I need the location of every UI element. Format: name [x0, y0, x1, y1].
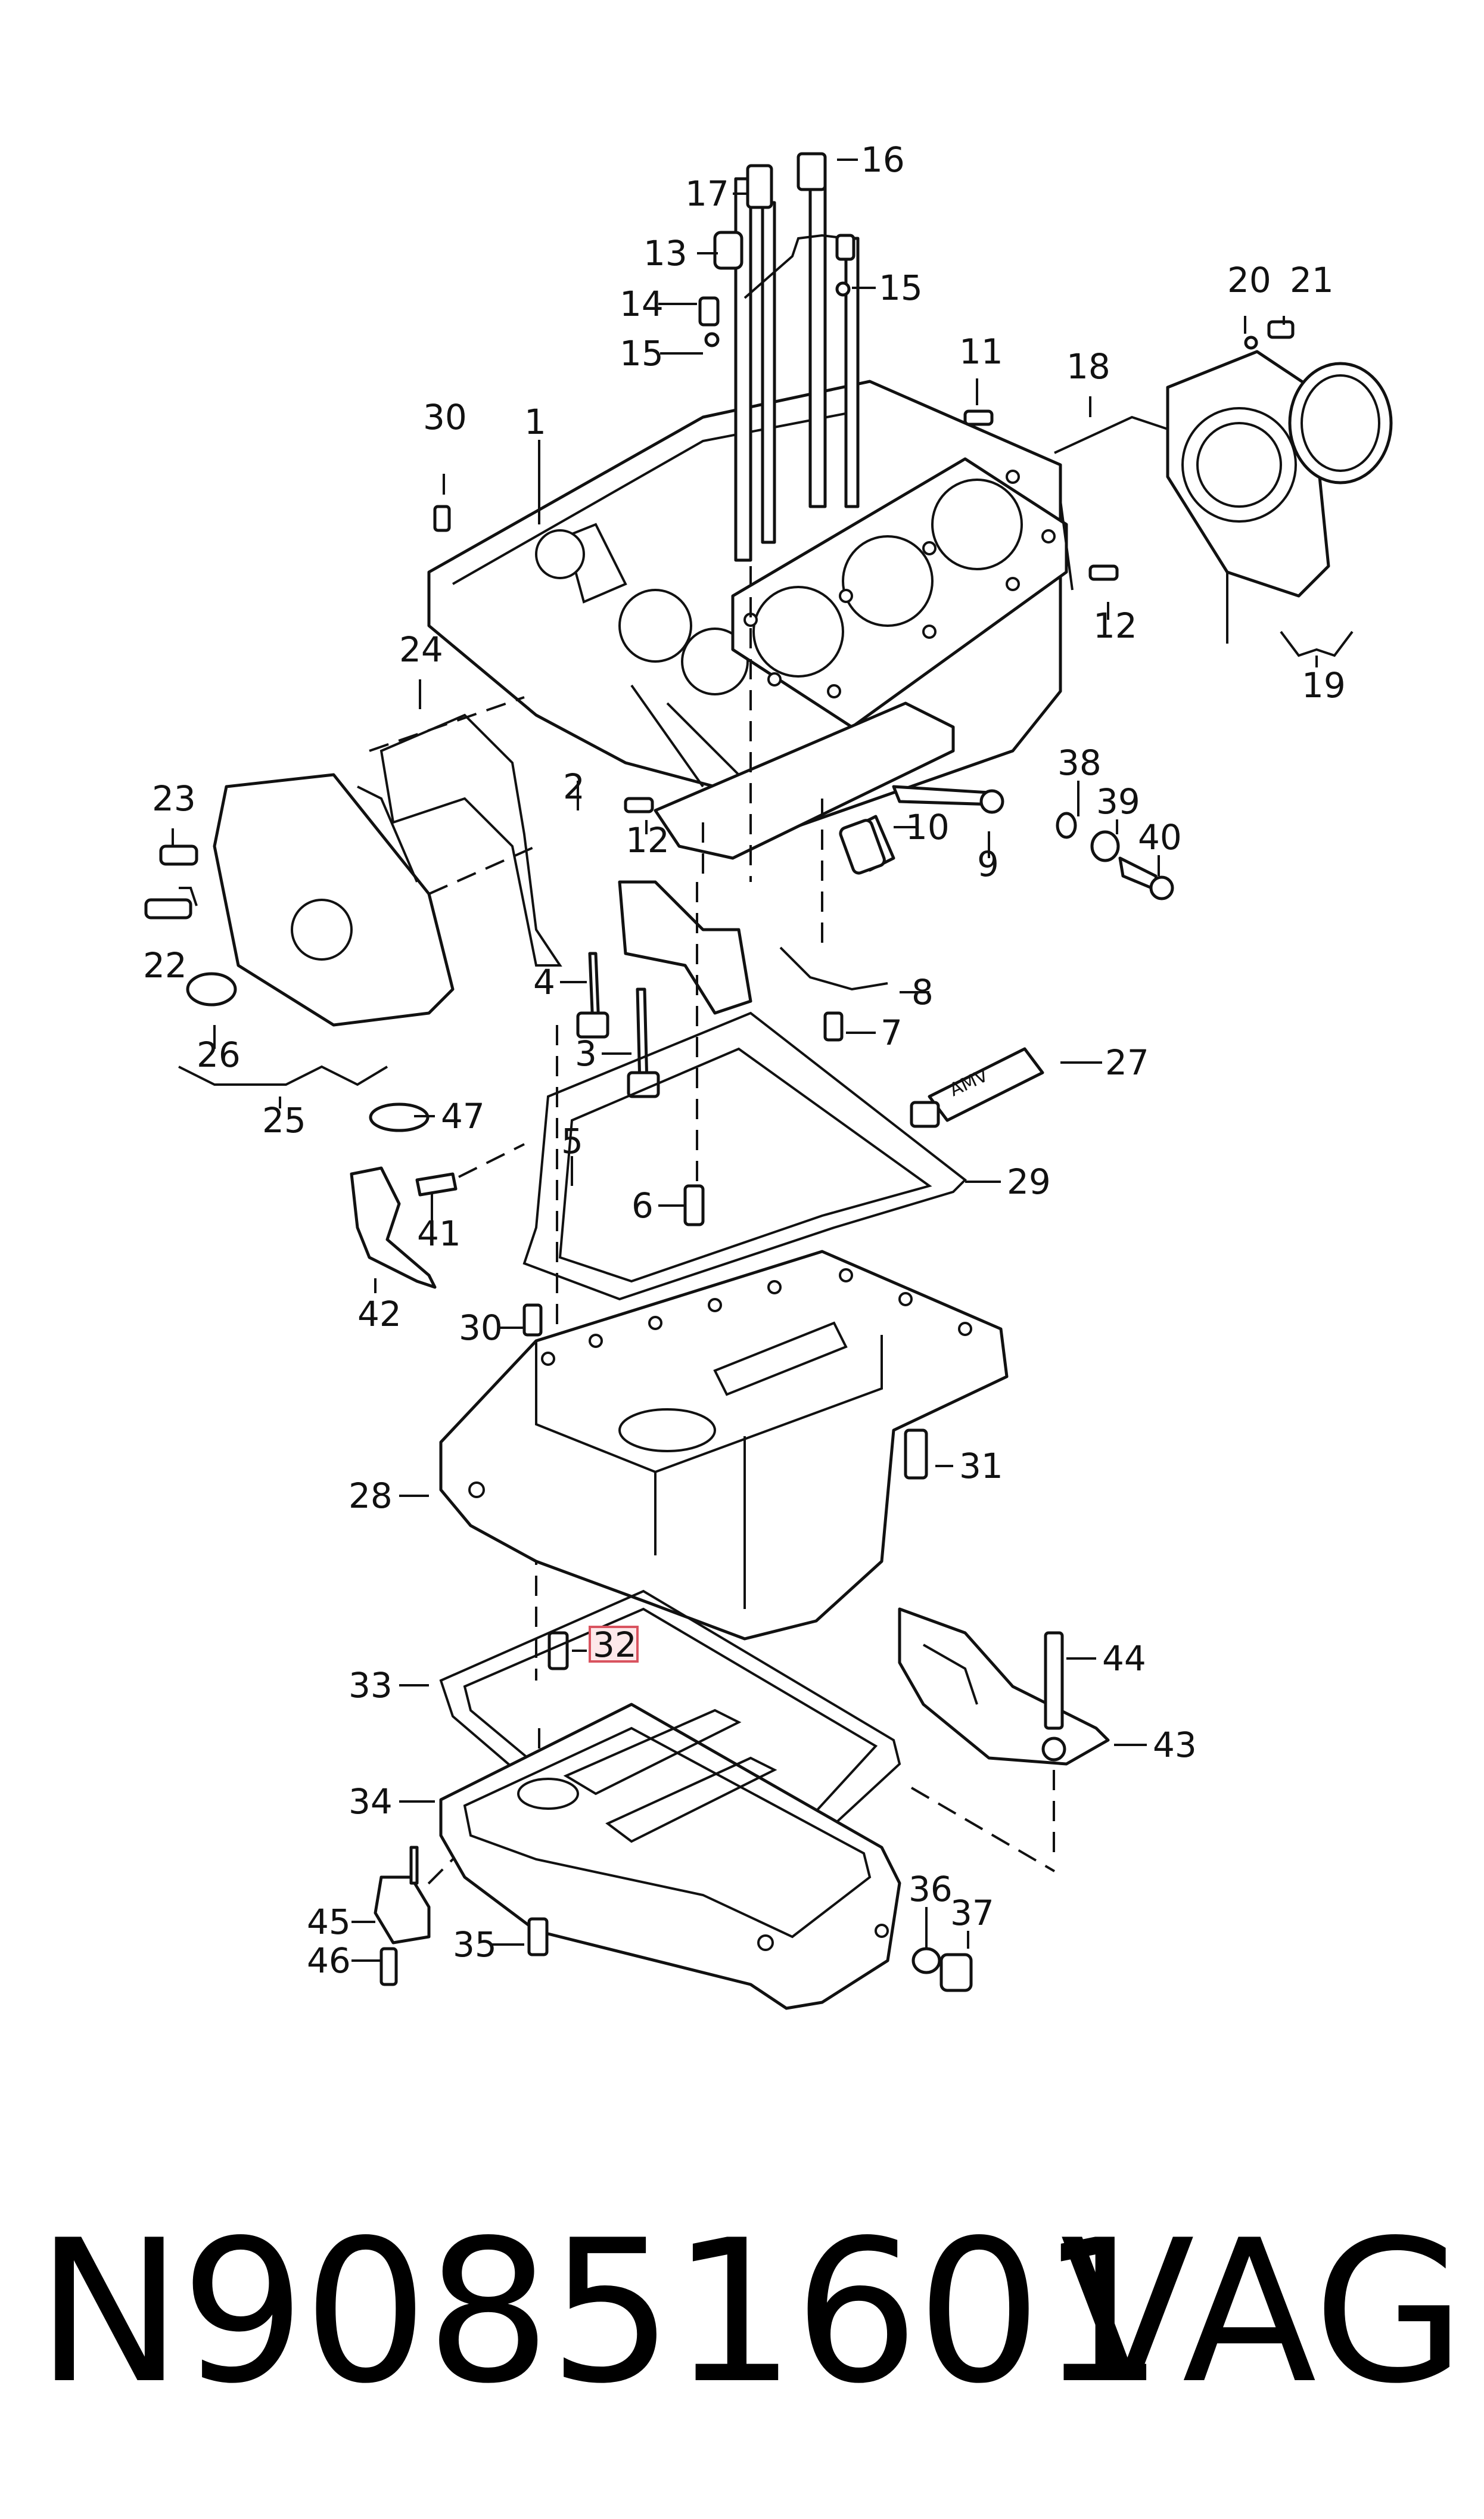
callout-40: 40	[1138, 817, 1182, 858]
front-cover	[144, 696, 537, 1027]
gasket-24	[379, 713, 562, 967]
callout-3: 3	[575, 1033, 597, 1074]
callout-7: 7	[881, 1012, 903, 1053]
dowel-12-right	[1088, 564, 1119, 581]
callout-46: 46	[307, 1940, 351, 1981]
callout-4: 4	[533, 962, 555, 1002]
callout-45: 45	[307, 1902, 351, 1942]
baffle-gasket-inner	[558, 1047, 932, 1283]
callout-30-lower: 30	[459, 1307, 503, 1348]
callout-37: 37	[950, 1893, 994, 1933]
callout-33: 33	[349, 1665, 393, 1706]
oil-pump-drive	[350, 1143, 525, 1289]
baffle-gasket-29	[522, 1011, 967, 1301]
callout-2: 2	[563, 766, 585, 807]
callout-28: 28	[349, 1476, 393, 1516]
callout-21: 21	[1290, 260, 1334, 300]
callout-25: 25	[262, 1100, 306, 1141]
dowel-30-upper	[433, 505, 451, 532]
callout-41: 41	[417, 1213, 461, 1254]
callout-16: 16	[861, 139, 905, 180]
callout-15-right: 15	[879, 268, 923, 308]
callout-47: 47	[441, 1096, 485, 1136]
callout-9: 9	[977, 844, 999, 884]
bolt-6	[683, 1184, 705, 1226]
callout-20: 20	[1227, 260, 1271, 300]
callout-8: 8	[911, 972, 934, 1012]
oil-pump-bracket	[576, 880, 888, 1098]
bracket-25	[178, 1065, 388, 1086]
dowel-30-lower	[522, 1303, 543, 1337]
oil-level-sensor	[374, 1846, 431, 1986]
rear-seal-cover	[1054, 320, 1393, 644]
callout-30-upper: 30	[423, 397, 467, 437]
callout-10: 10	[906, 807, 950, 847]
callout-5: 5	[561, 1121, 583, 1161]
highlight-box-32	[589, 1626, 639, 1663]
plug-11	[963, 409, 994, 426]
callout-13: 13	[643, 233, 687, 274]
callout-31: 31	[959, 1446, 1003, 1486]
bearing-bridge	[654, 701, 1174, 900]
heat-shield	[898, 1607, 1110, 1859]
head-studs	[698, 152, 860, 562]
callout-29: 29	[1007, 1161, 1051, 1202]
callout-43: 43	[1153, 1725, 1197, 1765]
callout-22: 22	[143, 945, 187, 986]
callout-38: 38	[1057, 743, 1102, 783]
part-number: N90851601	[36, 2198, 1165, 2427]
callout-6: 6	[631, 1185, 654, 1226]
callout-26: 26	[197, 1035, 241, 1075]
sealant-tube: AMV	[910, 1047, 1044, 1128]
callout-39: 39	[1096, 781, 1140, 822]
callout-24: 24	[399, 629, 443, 670]
callout-32: 32	[593, 1625, 637, 1665]
callout-36: 36	[909, 1869, 953, 1909]
drain-plug-37	[939, 1953, 973, 1992]
callout-19: 19	[1302, 665, 1346, 706]
callout-42: 42	[357, 1294, 402, 1334]
callout-35: 35	[453, 1924, 497, 1965]
callout-15-left: 15	[620, 333, 664, 374]
brand-name: VAG	[1060, 2198, 1466, 2427]
callout-27: 27	[1105, 1042, 1149, 1083]
callout-17: 17	[685, 173, 729, 214]
footer: N90851601 VAG	[24, 2193, 1466, 2431]
bolt-35	[527, 1917, 549, 1956]
dowel-12-left	[624, 797, 654, 813]
bolt-32	[547, 1631, 569, 1670]
callout-34: 34	[349, 1781, 393, 1822]
callout-leaders	[172, 159, 1318, 1962]
callout-12-left: 12	[626, 820, 670, 861]
callout-14: 14	[620, 284, 664, 324]
callout-12-right: 12	[1093, 605, 1137, 646]
callout-23: 23	[152, 778, 196, 819]
upper-oil-pan	[439, 1250, 1009, 1641]
seal-36	[911, 1947, 941, 1974]
lower-oil-pan	[439, 1703, 901, 2010]
callout-44: 44	[1102, 1638, 1146, 1679]
callout-18: 18	[1066, 346, 1110, 387]
callout-1: 1	[524, 402, 546, 442]
bolt-31	[904, 1428, 928, 1480]
callout-11: 11	[959, 331, 1003, 372]
callout-labels: 1 2 3 4 5 6 7 8 9 10 11 12 12 13 14 15 1…	[143, 139, 1346, 1981]
bracket-19	[1280, 630, 1354, 657]
